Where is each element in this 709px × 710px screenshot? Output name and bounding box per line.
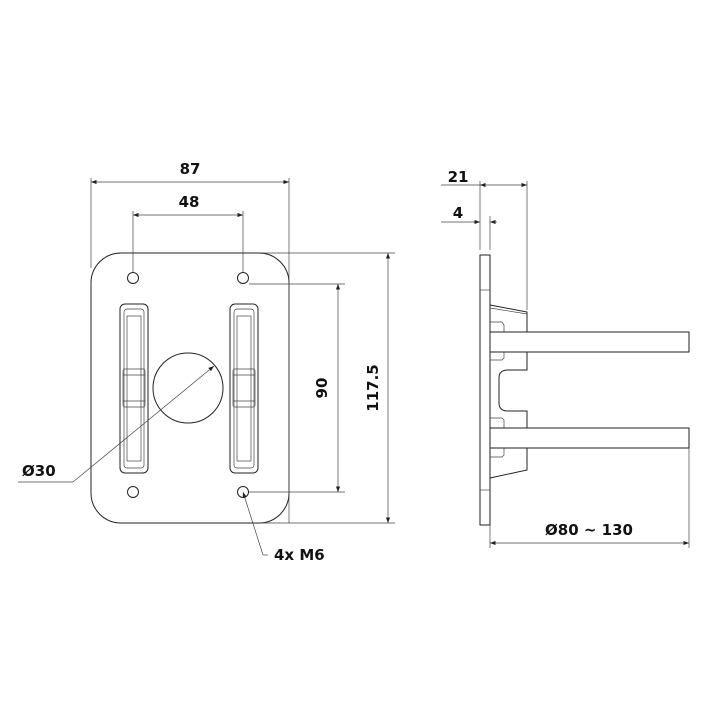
pole-clamp-upper — [489, 331, 690, 353]
dim-plate-thickness-label: 4 — [453, 204, 463, 222]
mounting-hole-leader — [242, 491, 264, 556]
mounting-hole-tl — [127, 272, 139, 284]
dim-mounting-holes-label: 4x M6 — [274, 546, 325, 564]
dim-height-label: 117.5 — [364, 364, 382, 411]
slot-left — [119, 303, 149, 474]
pole-clamp-lower — [489, 427, 690, 449]
dim-hole-spacing-h-label: 48 — [179, 193, 200, 211]
mounting-hole-bl — [127, 486, 139, 498]
mounting-plate — [90, 252, 290, 524]
front-view: 87 48 90 117.5 Ø30 4x M6 — [18, 160, 395, 564]
bracket-profile — [489, 304, 528, 479]
dim-pole-diameter-label: Ø80 ~ 130 — [545, 521, 633, 539]
mounting-hole-tr — [237, 272, 249, 284]
side-view: 21 4 Ø80 ~ 130 — [441, 168, 690, 548]
side-plate — [479, 254, 491, 526]
dim-hole-spacing-v-label: 90 — [313, 378, 331, 399]
slot-right — [229, 303, 259, 474]
dim-center-hole-label: Ø30 — [22, 462, 56, 480]
center-hole — [152, 352, 224, 424]
dim-width-label: 87 — [180, 160, 201, 178]
center-hole-leader — [72, 365, 215, 483]
dim-depth-label: 21 — [448, 168, 469, 186]
